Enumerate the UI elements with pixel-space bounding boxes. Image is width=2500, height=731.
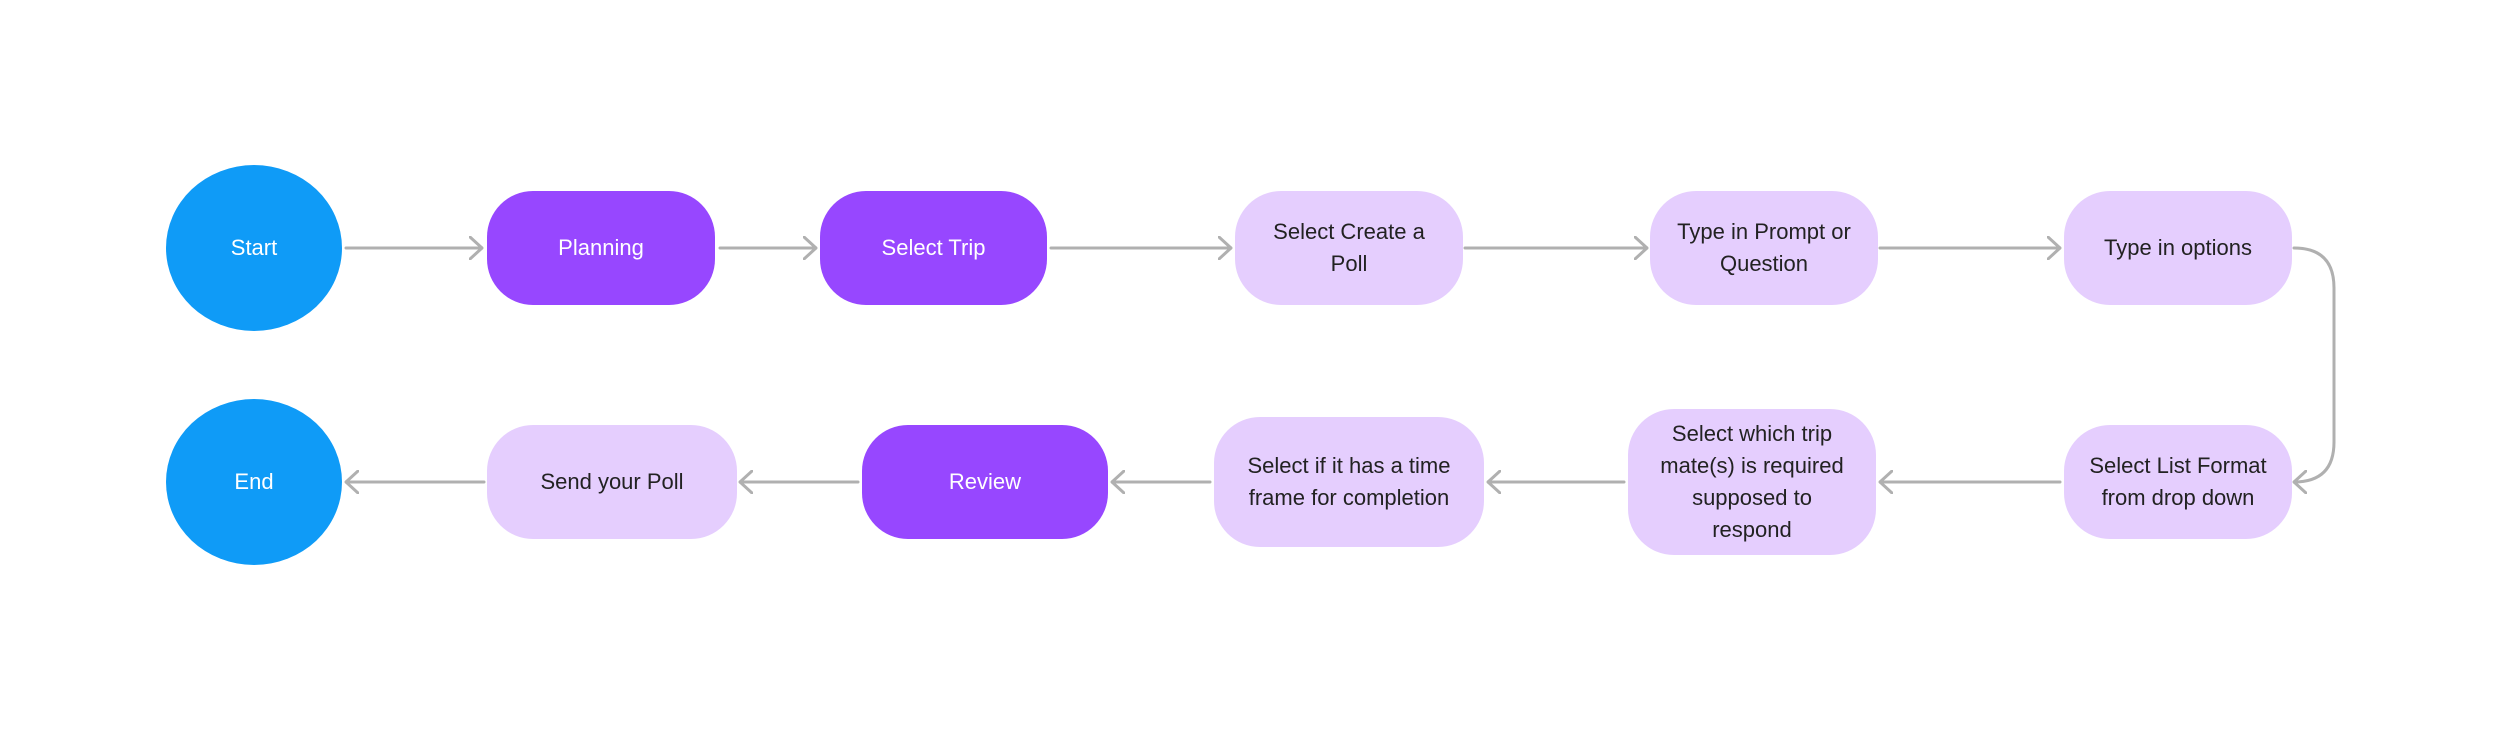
review-label: Review <box>948 469 1022 494</box>
select-list-format-label: Select List Format from drop down <box>2089 453 2267 510</box>
end-node: End <box>166 399 342 565</box>
send-poll-label: Send your Poll <box>540 469 684 494</box>
planning-node: Planning <box>487 191 715 305</box>
type-prompt-label: Type in Prompt or Question <box>1677 219 1851 276</box>
start-label: Start <box>230 235 278 260</box>
select-time-frame-label: Select if it has a time frame for comple… <box>1247 453 1451 510</box>
select-trip-node: Select Trip <box>820 191 1047 305</box>
type-options-label: Type in options <box>2104 235 2252 260</box>
start-node: Start <box>166 165 342 331</box>
arrow-type-options-to-list-format <box>2292 246 2336 482</box>
planning-label: Planning <box>558 235 644 260</box>
select-trip-mates-node: Select which trip mate(s) is required su… <box>1628 409 1876 555</box>
type-options-node: Type in options <box>2064 191 2292 305</box>
select-trip-label: Select Trip <box>881 235 986 260</box>
type-prompt-node: Type in Prompt or Question <box>1650 191 1878 305</box>
review-node: Review <box>862 425 1108 539</box>
end-label: End <box>234 469 274 494</box>
send-poll-node: Send your Poll <box>487 425 737 539</box>
select-create-poll-node: Select Create a Poll <box>1235 191 1463 305</box>
select-trip-mates-label: Select which trip mate(s) is required su… <box>1660 421 1844 542</box>
select-time-frame-node: Select if it has a time frame for comple… <box>1214 417 1484 547</box>
select-list-format-node: Select List Format from drop down <box>2064 425 2292 539</box>
select-create-poll-label: Select Create a Poll <box>1273 219 1425 276</box>
